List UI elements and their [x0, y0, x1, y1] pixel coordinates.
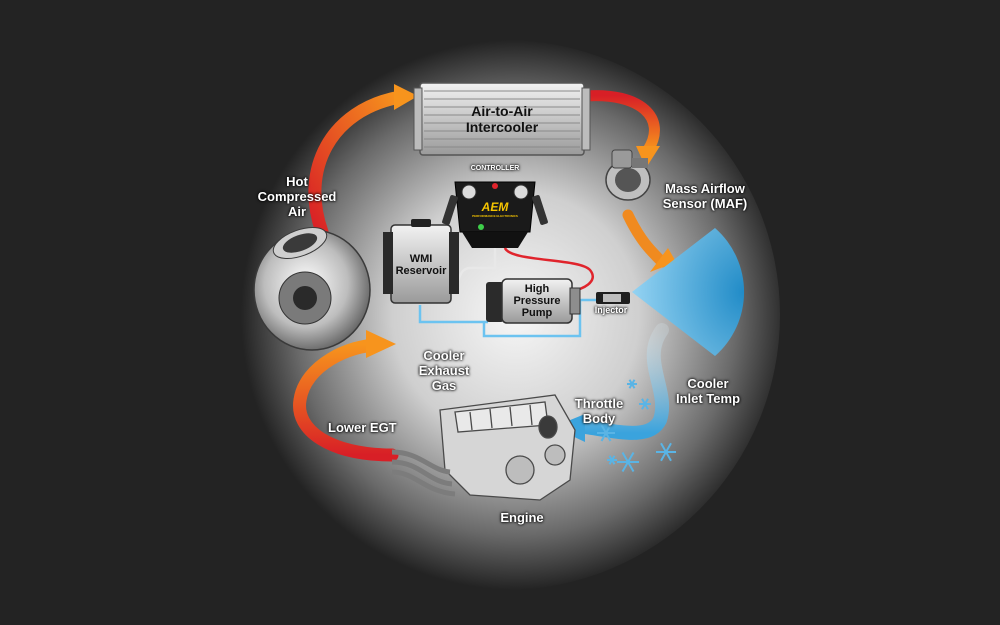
turbocharger-icon	[253, 226, 371, 351]
water-spray-cone	[632, 228, 745, 356]
controller-icon	[442, 181, 548, 248]
pump-icon	[486, 278, 581, 324]
injector-label: Injector	[594, 305, 628, 315]
throttle-body-label: Throttle Body	[574, 396, 624, 426]
brand-logo: AEM	[481, 200, 509, 214]
intercooler-to-maf-arrow	[579, 90, 660, 168]
hot-air-arrow	[308, 84, 418, 239]
hot-air-label: Hot Compressed Air	[257, 174, 337, 219]
maf-to-spray-arrow	[622, 209, 676, 272]
maf-sensor-icon	[605, 149, 651, 201]
snowflake-icon	[597, 379, 676, 473]
exhaust-arrow	[293, 330, 399, 462]
maf-label: Mass Airflow Sensor (MAF)	[662, 181, 748, 211]
intercooler-icon	[413, 82, 591, 156]
cooler-inlet-label: Cooler Inlet Temp	[675, 376, 741, 406]
reservoir-label: WMI Reservoir	[395, 253, 447, 277]
injector-icon	[596, 292, 630, 304]
water-lines	[418, 298, 598, 338]
cooler-exhaust-label: Cooler Exhaust Gas	[418, 348, 470, 393]
engine-icon	[391, 394, 576, 501]
pump-label: High Pressure Pump	[513, 283, 561, 319]
controller-label: CONTROLLER	[470, 165, 520, 172]
lower-egt-label: Lower EGT	[328, 420, 397, 435]
intercooler-label: Air-to-Air Intercooler	[465, 103, 539, 135]
reservoir-icon	[383, 219, 459, 304]
engine-label: Engine	[500, 510, 544, 525]
brand-subtitle: PERFORMANCE ELECTRONICS	[472, 214, 518, 218]
